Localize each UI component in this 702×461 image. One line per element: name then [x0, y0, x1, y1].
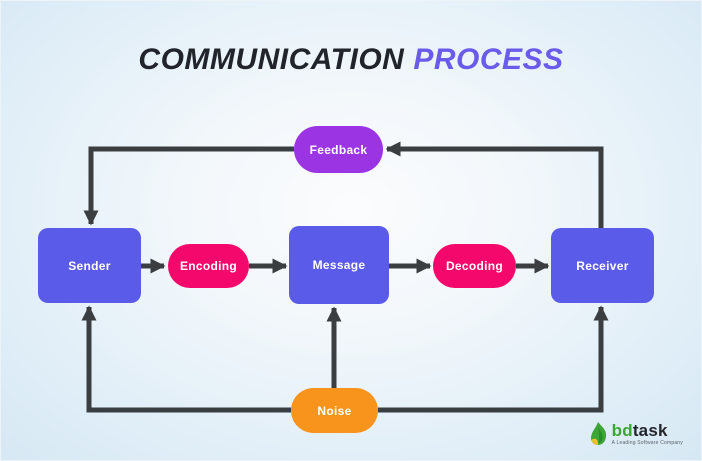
node-noise-label: Noise [317, 403, 352, 418]
node-feedback-label: Feedback [309, 142, 368, 157]
node-decoding: Decoding [433, 244, 516, 288]
node-encoding-label: Encoding [179, 259, 238, 273]
arrow-noise-to-receiver [378, 305, 609, 413]
bdtask-leaf-icon [590, 422, 606, 445]
node-noise: Noise [291, 388, 378, 433]
title-part-communication: COMMUNICATION [138, 43, 405, 76]
bdtask-tagline: A Leading Software Company [611, 440, 683, 446]
bdtask-logo-text: bdtask A Leading Software Company [612, 422, 683, 446]
node-feedback: Feedback [294, 126, 383, 173]
title-part-process: PROCESS [413, 43, 564, 76]
node-receiver: Receiver [551, 228, 654, 303]
arrow-noise-to-sender [81, 305, 291, 413]
arrow-receiver-to-feedback [385, 141, 604, 228]
node-receiver-label: Receiver [576, 258, 629, 273]
node-sender: Sender [38, 228, 141, 303]
node-message-label: Message [312, 258, 366, 272]
node-sender-label: Sender [68, 258, 111, 273]
node-decoding-label: Decoding [445, 259, 504, 273]
bdtask-wordmark: bdtask [611, 421, 668, 440]
bdtask-logo: bdtask A Leading Software Company [589, 421, 683, 447]
node-encoding: Encoding [168, 244, 249, 288]
node-message: Message [289, 226, 389, 304]
arrow-feedback-to-sender [83, 146, 294, 226]
